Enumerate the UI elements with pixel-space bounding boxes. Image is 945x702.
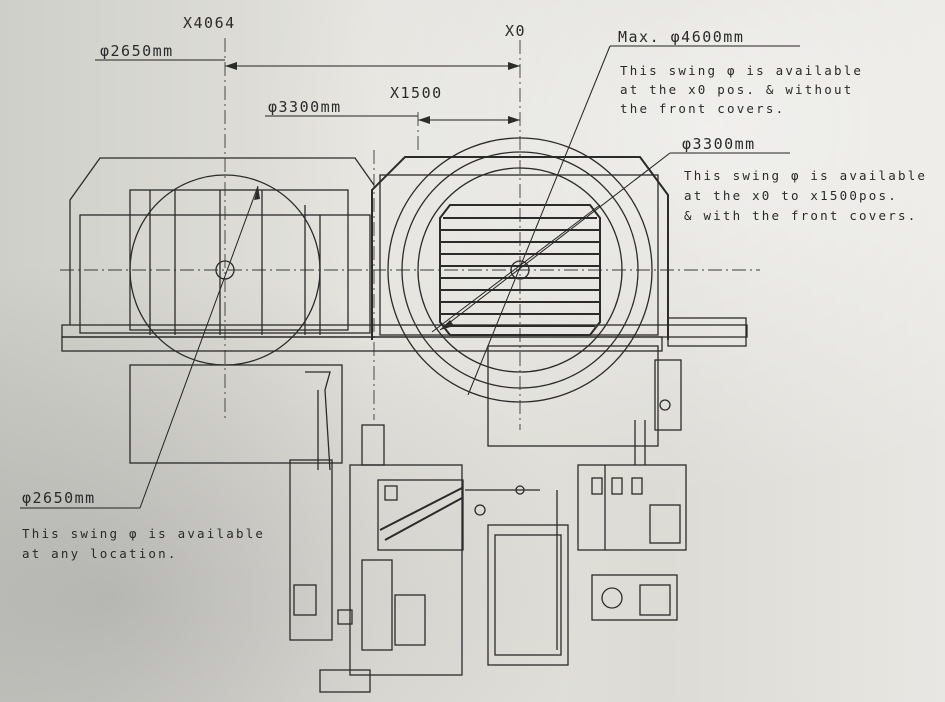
- swing-notes: This swing φ is available at the x0 pos.…: [22, 63, 927, 561]
- note-max-line2: at the x0 pos. & without: [620, 82, 853, 97]
- label-phi2650-bottom: φ2650mm: [22, 489, 96, 507]
- lower-equipment: [289, 371, 569, 693]
- label-phi2650-top: φ2650mm: [100, 42, 174, 60]
- note-mid-line2: at the x0 to x1500pos.: [684, 188, 898, 203]
- right-machine-body: [371, 137, 747, 621]
- label-phi3300-right: φ3300mm: [682, 135, 756, 153]
- note-any-line2: at any location.: [22, 546, 178, 561]
- label-x1500: X1500: [390, 84, 443, 102]
- note-max-line3: the front covers.: [620, 101, 785, 116]
- label-x4064: X4064: [183, 14, 236, 32]
- label-x0: X0: [505, 22, 526, 40]
- centerlines: [60, 38, 760, 430]
- note-any-line1: This swing φ is available: [22, 526, 265, 541]
- note-max-line1: This swing φ is available: [620, 63, 863, 78]
- label-max-phi4600: Max. φ4600mm: [618, 28, 744, 46]
- left-machine-body: [61, 157, 748, 464]
- note-mid-line1: This swing φ is available: [684, 168, 927, 183]
- label-phi3300-left: φ3300mm: [268, 98, 342, 116]
- dimension-labels: X4064 X0 X1500 φ2650mm φ3300mm Max. φ460…: [22, 14, 756, 507]
- note-mid-line3: & with the front covers.: [684, 208, 917, 223]
